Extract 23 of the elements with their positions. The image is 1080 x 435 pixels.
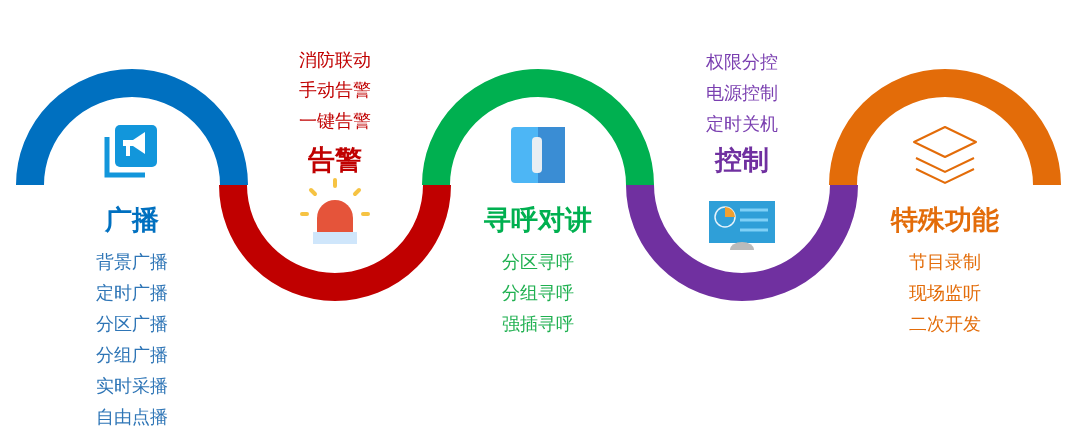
feature-item: 现场监听	[909, 281, 981, 305]
section-heading: 控制	[715, 143, 769, 177]
feature-item: 二次开发	[909, 312, 981, 336]
feature-item: 定时广播	[96, 281, 168, 305]
feature-item: 分组寻呼	[502, 281, 574, 305]
section-heading: 特殊功能	[891, 203, 999, 237]
feature-item: 权限分控	[706, 50, 778, 74]
feature-item: 分区寻呼	[502, 250, 574, 274]
feature-item: 分区广播	[96, 312, 168, 336]
feature-item: 手动告警	[299, 78, 371, 102]
feature-item: 定时关机	[706, 112, 778, 136]
section-heading: 广播	[105, 203, 159, 237]
feature-item: 实时采播	[96, 374, 168, 398]
feature-item: 一键告警	[299, 109, 371, 133]
section-heading: 告警	[308, 143, 362, 177]
feature-item: 节目录制	[909, 250, 981, 274]
feature-item: 消防联动	[299, 48, 371, 72]
feature-item: 分组广播	[96, 343, 168, 367]
feature-item: 强插寻呼	[502, 312, 574, 336]
section-heading: 寻呼对讲	[484, 203, 592, 237]
feature-item: 自由点播	[96, 405, 168, 429]
feature-item: 电源控制	[706, 81, 778, 105]
feature-item: 背景广播	[96, 250, 168, 274]
